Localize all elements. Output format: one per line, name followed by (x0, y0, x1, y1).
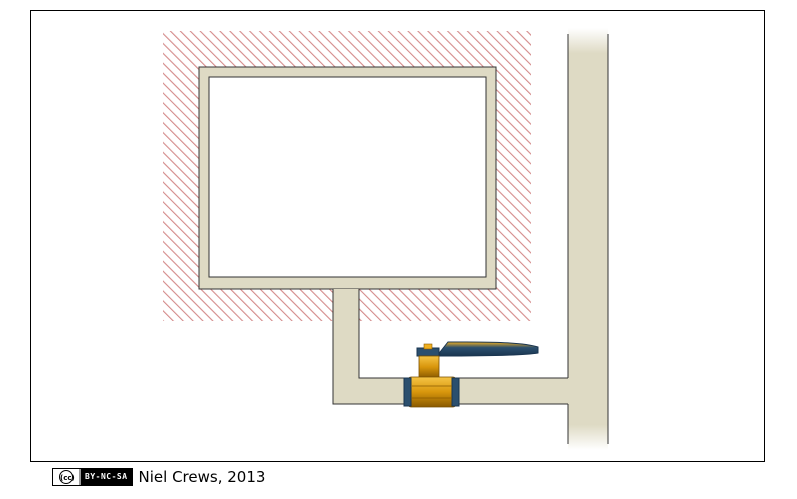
vertical-pipe (568, 28, 608, 450)
cc-logo-text: (cc) (59, 470, 75, 484)
author-credit: Niel Crews, 2013 (138, 468, 266, 486)
tank-inner-cavity (208, 76, 487, 278)
license-label: BY-NC-SA (81, 469, 132, 485)
cc-icon: (cc) (53, 469, 79, 485)
license-badge[interactable]: (cc) BY-NC-SA (52, 468, 133, 486)
valve-icon (403, 341, 539, 408)
footer: (cc) BY-NC-SA Niel Crews, 2013 (52, 466, 265, 488)
